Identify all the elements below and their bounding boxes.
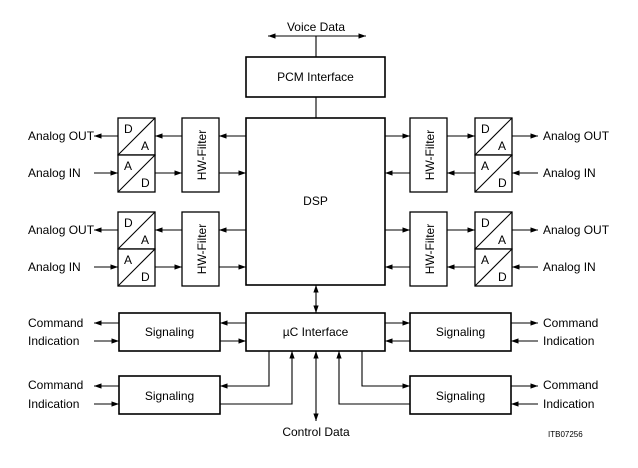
hw-filter-block-l1: HW-Filter [181,117,220,193]
uc-to-signaling-arrow-l2 [220,351,270,389]
figure-id: ITB07256 [548,430,583,439]
uc-interface-label: µC Interface [283,325,349,339]
converter-top-label: A [481,159,489,173]
da-converter-r1: D A [474,117,513,156]
hw-filter-label: HW-Filter [195,130,209,180]
converter-top-label: D [481,122,490,136]
ad-converter-l2: A D [117,248,156,287]
indication-label-r1: Indication [543,334,594,348]
ad-converter-r2: A D [474,248,513,287]
analog-out-label-l2: Analog OUT [28,223,95,237]
signaling-to-uc-arrow-l2 [220,351,295,405]
hw-filter-block-r2: HW-Filter [409,211,448,287]
hw-filter-label: HW-Filter [195,224,209,274]
converter-top-label: D [124,216,133,230]
dsp-block [245,117,386,286]
signaling-to-uc-arrow-r2 [336,351,410,405]
command-label-r2: Command [543,378,598,392]
converter-bottom-label: A [498,139,506,153]
converter-top-label: D [124,122,133,136]
indication-label-l1: Indication [28,334,79,348]
uc-to-signaling-arrow-r2 [361,351,410,389]
analog-in-label-r1: Analog IN [543,166,596,180]
command-label-l2: Command [28,378,83,392]
converter-bottom-label: D [498,270,507,284]
signaling-block-r1: Signaling [409,312,512,352]
indication-label-r2: Indication [543,397,594,411]
command-label-r1: Command [543,316,598,330]
hw-filter-label: HW-Filter [423,130,437,180]
analog-out-label-r2: Analog OUT [543,223,610,237]
converter-bottom-label: D [498,176,507,190]
signaling-label: Signaling [145,389,194,403]
uc-interface-block [245,312,386,352]
converter-bottom-label: D [141,176,150,190]
signaling-label: Signaling [436,325,485,339]
analog-out-label-r1: Analog OUT [543,129,610,143]
signaling-block-l1: Signaling [118,312,221,352]
analog-in-label-l2: Analog IN [28,260,81,274]
pcm-interface-label: PCM Interface [277,70,354,84]
command-label-l1: Command [28,316,83,330]
converter-bottom-label: D [141,270,150,284]
analog-in-label-l1: Analog IN [28,166,81,180]
signaling-label: Signaling [145,325,194,339]
converter-bottom-label: A [498,233,506,247]
converter-top-label: D [481,216,490,230]
dsp-label: DSP [303,194,328,208]
da-converter-l1: D A [117,117,156,156]
signaling-block-l2: Signaling [118,375,221,415]
pcm-interface-block [245,56,386,98]
converter-bottom-label: A [141,139,149,153]
analog-in-label-r2: Analog IN [543,260,596,274]
control-data-label: Control Data [282,425,350,439]
ad-converter-r1: A D [474,154,513,193]
converter-top-label: A [481,253,489,267]
voice-data-label: Voice Data [287,20,345,34]
signaling-block-r2: Signaling [409,375,512,415]
converter-top-label: A [124,253,132,267]
indication-label-l2: Indication [28,397,79,411]
hw-filter-label: HW-Filter [423,224,437,274]
signaling-label: Signaling [436,389,485,403]
hw-filter-block-r1: HW-Filter [409,117,448,193]
ad-converter-l1: A D [117,154,156,193]
analog-out-label-l1: Analog OUT [28,129,95,143]
converter-bottom-label: A [141,233,149,247]
hw-filter-block-l2: HW-Filter [181,211,220,287]
converter-top-label: A [124,159,132,173]
da-converter-l2: D A [117,211,156,250]
da-converter-r2: D A [474,211,513,250]
